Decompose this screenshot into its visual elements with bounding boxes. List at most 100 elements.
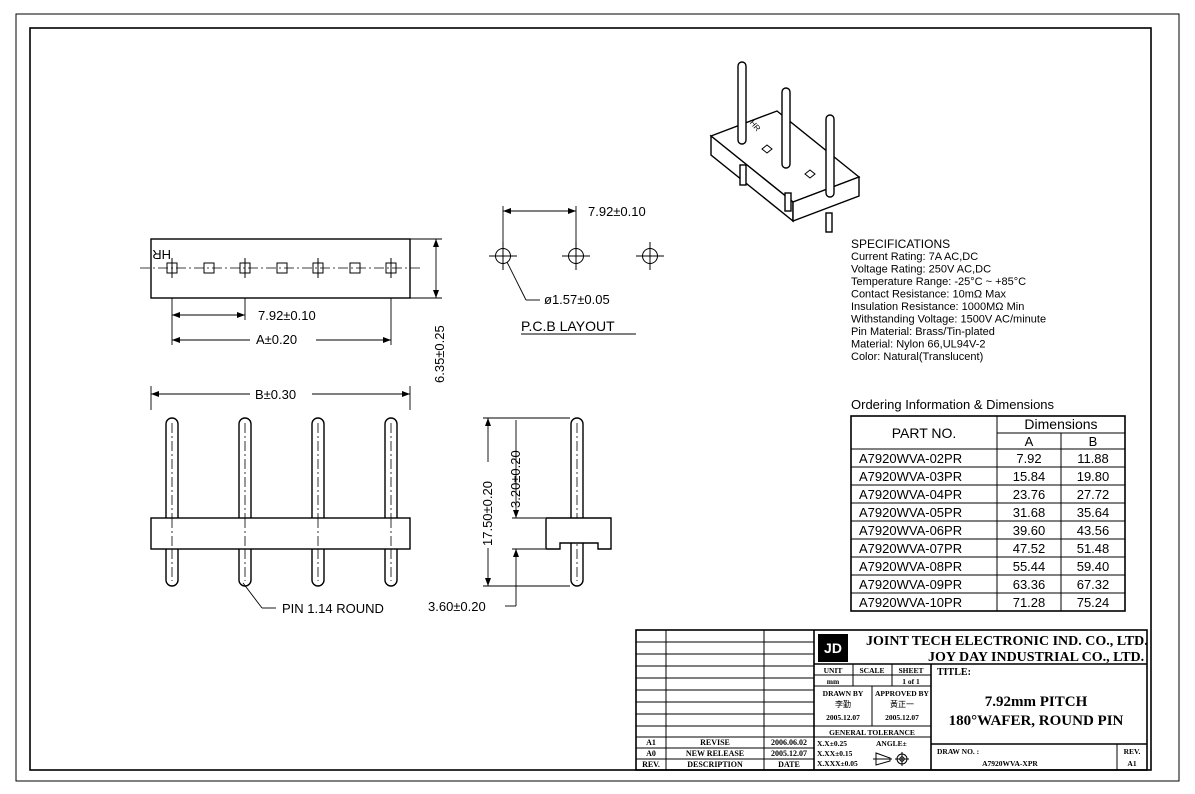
part-number-cell: A7920WVA-09PR bbox=[859, 577, 962, 592]
spec-title: SPECIFICATIONS bbox=[851, 237, 950, 251]
front-pitch-dim: 7.92±0.10 bbox=[258, 308, 316, 323]
housing-side bbox=[150, 517, 411, 550]
end-view: 17.50±0.20 3.20±0.20 3.60±0.20 bbox=[428, 417, 612, 614]
side-view: B±0.30 PIN 1.14 ROUND bbox=[150, 386, 411, 616]
rev-label: REV. bbox=[1124, 747, 1141, 756]
draw-no-label: DRAW NO. : bbox=[937, 747, 979, 756]
dim-b-cell: 51.48 bbox=[1077, 541, 1110, 556]
pcb-layout-label: P.C.B LAYOUT bbox=[521, 318, 615, 334]
pin bbox=[384, 417, 398, 587]
dim-b-cell: 35.64 bbox=[1077, 505, 1110, 520]
rev-cell: A0 bbox=[646, 749, 656, 758]
dim-a-cell: 15.84 bbox=[1013, 469, 1046, 484]
scale-label: SCALE bbox=[859, 666, 884, 675]
dim-b-cell: 43.56 bbox=[1077, 523, 1110, 538]
dim-b-cell: 19.80 bbox=[1077, 469, 1110, 484]
dim-a-cell: 39.60 bbox=[1013, 523, 1046, 538]
title-line-1: 7.92mm PITCH bbox=[985, 694, 1088, 710]
dim-b-cell: 59.40 bbox=[1077, 559, 1110, 574]
dim-a-cell: 7.92 bbox=[1016, 451, 1041, 466]
approved-by-name: 黃正一 bbox=[890, 699, 914, 709]
pin-square bbox=[349, 262, 361, 274]
ordering-title: Ordering Information & Dimensions bbox=[851, 397, 1055, 412]
rev-date-cell: 2005.12.07 bbox=[771, 749, 807, 758]
rev-header-rev: REV. bbox=[642, 760, 660, 769]
rev-description-cell: REVISE bbox=[700, 738, 730, 747]
part-number-cell: A7920WVA-02PR bbox=[859, 451, 962, 466]
hr-mark: HR bbox=[152, 247, 171, 262]
angle-label: ANGLE± bbox=[876, 739, 907, 748]
rev-date-cell: 2006.06.02 bbox=[771, 738, 807, 747]
company-name-2: JOY DAY INDUSTRIAL CO., LTD. bbox=[928, 650, 1144, 665]
part-number-cell: A7920WVA-06PR bbox=[859, 523, 962, 538]
pcb-hole bbox=[562, 242, 590, 270]
spec-line: Temperature Range: -25°C ~ +85°C bbox=[851, 276, 1026, 288]
specifications: SPECIFICATIONS Current Rating: 7A AC,DCV… bbox=[851, 237, 1046, 363]
rev-header-desc: DESCRIPTION bbox=[687, 760, 743, 769]
total-length-dim: 17.50±0.20 bbox=[480, 481, 495, 546]
front-view: HR 7.92±0.10 A±0.20 6.35±0.25 bbox=[140, 238, 447, 383]
part-number-cell: A7920WVA-07PR bbox=[859, 541, 962, 556]
height-dim: 6.35±0.25 bbox=[432, 325, 447, 383]
pin bbox=[238, 417, 252, 587]
draw-no-value: A7920WVA-XPR bbox=[982, 759, 1038, 768]
spec-line: Pin Material: Brass/Tin-plated bbox=[851, 326, 995, 338]
dimensions-header: Dimensions bbox=[1024, 416, 1097, 432]
dim-a-cell: 31.68 bbox=[1013, 505, 1046, 520]
unit-label: UNIT bbox=[824, 666, 843, 675]
dim-a-cell: 71.28 bbox=[1013, 595, 1046, 610]
tolerance-label: GENERAL TOLERANCE bbox=[829, 728, 915, 737]
pcb-layout: 7.92±0.10 ø1.57±0.05 P.C.B LAYOUT bbox=[489, 204, 664, 335]
spec-line: Contact Resistance: 10mΩ Max bbox=[851, 289, 1006, 301]
drawn-by-name: 李勤 bbox=[835, 699, 851, 709]
isometric-view: HR bbox=[709, 61, 861, 233]
rev-cell: A1 bbox=[646, 738, 656, 747]
tolerance-2: X.XX±0.15 bbox=[817, 749, 853, 758]
pin-label: PIN 1.14 ROUND bbox=[282, 601, 384, 616]
inner-border bbox=[29, 27, 1152, 771]
approved-date: 2005.12.07 bbox=[885, 713, 919, 722]
drawn-by-label: DRAWN BY bbox=[823, 689, 864, 698]
dim-b-cell: 67.32 bbox=[1077, 577, 1110, 592]
ordering-table: Ordering Information & Dimensions PART N… bbox=[850, 397, 1126, 612]
projection-symbol-icon bbox=[873, 752, 909, 766]
company-logo: JD bbox=[818, 634, 848, 662]
part-number-cell: A7920WVA-05PR bbox=[859, 505, 962, 520]
title-label: TITLE: bbox=[937, 667, 971, 678]
part-number-cell: A7920WVA-08PR bbox=[859, 559, 962, 574]
pin bbox=[165, 417, 179, 587]
svg-text:JD: JD bbox=[824, 640, 842, 656]
pcb-hole bbox=[489, 242, 517, 270]
dim-a-cell: 63.36 bbox=[1013, 577, 1046, 592]
spec-line: Current Rating: 7A AC,DC bbox=[851, 251, 978, 263]
pin-square bbox=[203, 262, 215, 274]
tolerance-3: X.XXX±0.05 bbox=[817, 759, 858, 768]
part-number-cell: A7920WVA-04PR bbox=[859, 487, 962, 502]
dim-a-cell: 55.44 bbox=[1013, 559, 1046, 574]
dim-b-cell: 27.72 bbox=[1077, 487, 1110, 502]
dim-a-cell: 23.76 bbox=[1013, 487, 1046, 502]
unit-value: mm bbox=[827, 677, 840, 686]
col-b-header: B bbox=[1089, 434, 1098, 449]
pin bbox=[311, 417, 325, 587]
rev-description-cell: NEW RELEASE bbox=[686, 749, 744, 758]
drawn-date: 2005.12.07 bbox=[826, 713, 860, 722]
spec-line: Withstanding Voltage: 1500V AC/minute bbox=[851, 314, 1046, 326]
spec-line: Color: Natural(Translucent) bbox=[851, 351, 983, 363]
dim-b-cell: 75.24 bbox=[1077, 595, 1110, 610]
pcb-hole bbox=[636, 242, 664, 270]
spec-line: Insulation Resistance: 1000MΩ Min bbox=[851, 301, 1024, 313]
part-number-cell: A7920WVA-03PR bbox=[859, 469, 962, 484]
rev-value: A1 bbox=[1127, 759, 1136, 768]
bottom-length-dim: 3.60±0.20 bbox=[428, 599, 486, 614]
outer-border bbox=[15, 13, 1180, 782]
pin-square bbox=[276, 262, 288, 274]
title-line-2: 180°WAFER, ROUND PIN bbox=[949, 713, 1124, 729]
part-number-cell: A7920WVA-10PR bbox=[859, 595, 962, 610]
col-a-header: A bbox=[1025, 434, 1034, 449]
approved-by-label: APPROVED BY bbox=[875, 689, 930, 698]
tolerance-1: X.X±0.25 bbox=[817, 739, 847, 748]
pcb-pitch-dim: 7.92±0.10 bbox=[588, 204, 646, 219]
